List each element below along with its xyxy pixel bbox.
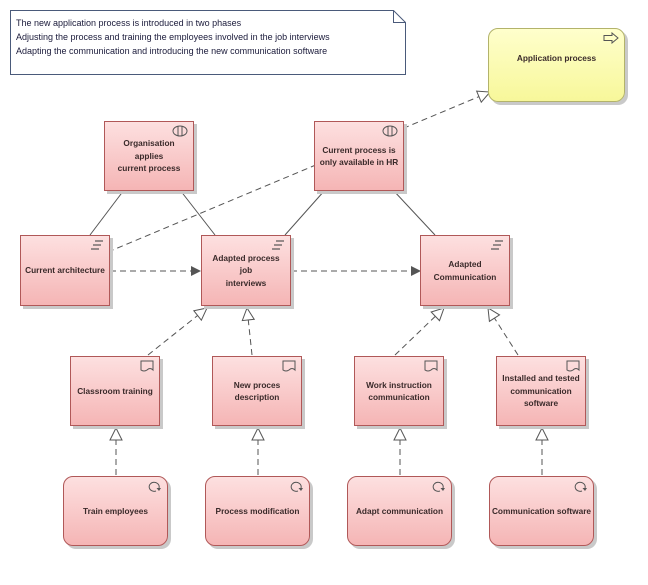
deliverable-icon [140,360,154,372]
node-current-process-hr[interactable]: Current process is only available in HR [314,121,404,191]
node-train-employees[interactable]: Train employees [63,476,168,546]
deliverable-icon [282,360,296,372]
node-adapt-communication[interactable]: Adapt communication [347,476,452,546]
assoc-org-to-adapted-process [179,189,216,236]
node-label: Train employees [82,505,149,516]
node-classroom-training[interactable]: Classroom training [70,356,160,426]
flow-current-arch-to-app-process [107,92,490,253]
principle-icon [172,125,188,137]
real-workinstr-to-adapted-comm [394,308,444,356]
node-label: Adapt communication [355,505,444,516]
note-line-3: Adapting the communication and introduci… [16,46,328,56]
assoc-org-to-current-arch [89,189,125,236]
node-work-instruction[interactable]: Work instruction communication [354,356,444,426]
work-package-icon [432,481,445,492]
node-communication-software[interactable]: Communication software [489,476,594,546]
work-package-icon [574,481,587,492]
node-current-architecture[interactable]: Current architecture [20,235,110,306]
node-adapted-communication[interactable]: Adapted Communication [420,235,510,306]
note-line-1: The new application process is introduce… [16,18,242,28]
node-adapted-process[interactable]: Adapted process job interviews [201,235,291,306]
assoc-hr-to-adapted-process [284,189,326,236]
node-label: Current process is only available in HR [319,144,399,168]
node-label: Organisation applies current process [117,138,181,174]
plateau-icon [272,240,284,250]
principle-icon [382,125,398,137]
work-package-icon [148,481,161,492]
real-newproc-to-adapted-process [247,308,252,356]
note-shape [10,10,406,75]
node-application-process[interactable]: Application process [488,28,625,102]
real-classroom-to-adapted-process [147,308,207,356]
node-new-process-description[interactable]: New proces description [212,356,302,426]
node-process-modification[interactable]: Process modification [205,476,310,546]
assoc-hr-to-adapted-comm [392,189,436,236]
note[interactable]: The new application process is introduce… [10,10,405,74]
node-label: Classroom training [77,385,153,396]
work-package-icon [290,481,303,492]
node-label: Application process [516,53,597,63]
deliverable-icon [424,360,438,372]
node-installed-tested[interactable]: Installed and tested communication softw… [496,356,586,426]
node-label: Process modification [215,505,300,516]
plateau-icon [491,240,503,250]
node-organisation-applies[interactable]: Organisation applies current process [104,121,194,191]
plateau-icon [91,240,103,250]
node-label: Installed and tested communication softw… [502,373,580,409]
deliverable-icon [566,360,580,372]
node-label: New proces description [233,379,281,403]
node-label: Adapted Communication [433,259,497,282]
process-arrow-icon [603,32,619,44]
node-label: Work instruction communication [366,379,432,403]
node-label: Communication software [491,505,592,516]
node-label: Current architecture [25,265,105,276]
node-label: Adapted process job interviews [212,252,280,288]
note-line-2: Adjusting the process and training the e… [16,32,330,42]
real-installed-to-adapted-comm [488,308,519,356]
note-text: The new application process is introduce… [16,16,330,58]
